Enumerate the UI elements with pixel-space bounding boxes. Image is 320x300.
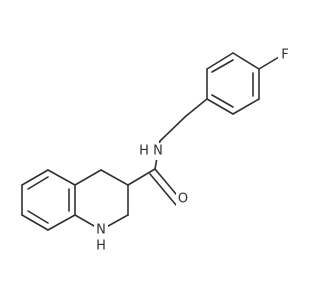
bond [206, 52, 234, 70]
bond [47, 169, 76, 186]
bond-carbonyl-c3 [127, 168, 156, 186]
bond [47, 214, 76, 231]
benzo-ring [21, 169, 76, 231]
atom-amide-nh: N H [138, 143, 166, 160]
double-bond-inner [27, 176, 49, 190]
bond [232, 98, 260, 115]
bond [100, 169, 129, 186]
fluorophenyl-ring [206, 52, 260, 115]
double-bond-inner [211, 94, 234, 108]
atom-label-amide-hydrogen: H [139, 144, 149, 159]
bond [232, 52, 260, 70]
atom-label-ring-nitrogen: N [96, 223, 106, 238]
bond [21, 169, 49, 186]
molecule-structure-diagram: F N H O N H [21, 47, 292, 255]
bond [206, 98, 234, 115]
atom-label-oxygen: O [178, 192, 188, 207]
atom-label-amide-nitrogen: N [153, 144, 163, 159]
atom-o: O [176, 191, 191, 208]
bond-ethyl-2 [159, 115, 187, 142]
atom-ring-nh: N H [94, 221, 108, 255]
atom-label-fluorine: F [281, 48, 288, 63]
bond [21, 214, 49, 231]
atom-f: F [278, 47, 292, 63]
double-bond-inner [211, 59, 234, 73]
atom-label-ring-hydrogen: H [96, 239, 106, 254]
double-bond-c-o [149, 173, 177, 206]
bond-c-f [258, 56, 280, 70]
bond-ethyl-1 [185, 98, 208, 117]
bond [74, 169, 102, 186]
double-bond-inner [27, 210, 49, 224]
